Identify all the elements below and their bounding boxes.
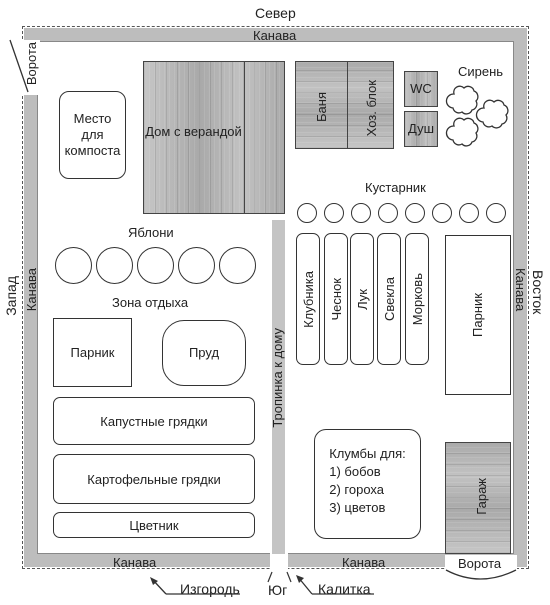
bed-beet: Свекла bbox=[377, 233, 401, 365]
rest-zone-label: Зона отдыха bbox=[112, 295, 189, 310]
bed-label: Клубника bbox=[300, 270, 316, 328]
flowerbeds-item: 2) гороха bbox=[329, 482, 384, 497]
greenhouse-left: Парник bbox=[53, 318, 132, 387]
flowerbed: Цветник bbox=[53, 512, 255, 538]
ditch-label-right: Канава bbox=[513, 268, 528, 312]
bed-carrot: Морковь bbox=[405, 233, 429, 365]
apple-tree bbox=[178, 247, 215, 284]
bed-label: Лук bbox=[354, 288, 370, 310]
flowerbeds-item: 1) бобов bbox=[329, 464, 381, 479]
lilac-bushes bbox=[445, 85, 509, 147]
shrubs-label: Кустарник bbox=[365, 180, 426, 195]
garage bbox=[445, 442, 511, 554]
cabbage-label: Капустные грядки bbox=[100, 413, 208, 429]
flowerbeds-item: 3) цветов bbox=[329, 500, 386, 515]
bottom-right-gate-gap bbox=[445, 555, 517, 571]
bottom-right-gate-arc bbox=[445, 569, 517, 580]
shrub bbox=[297, 203, 317, 223]
garage-label: Гараж bbox=[474, 478, 489, 515]
pond-label: Пруд bbox=[188, 345, 220, 360]
shrub bbox=[405, 203, 425, 223]
bed-label: Чеснок bbox=[328, 277, 344, 321]
greenhouse-left-label: Парник bbox=[70, 344, 115, 360]
ditch-label-bottom-left: Канава bbox=[113, 555, 157, 570]
ditch-label-top: Канава bbox=[253, 28, 297, 43]
potato-beds: Картофельные грядки bbox=[53, 454, 255, 504]
wc-label: WC bbox=[410, 81, 432, 96]
bed-garlic: Чеснок bbox=[324, 233, 348, 365]
wicket-gap bbox=[270, 552, 288, 572]
apple-tree bbox=[219, 247, 256, 284]
top-left-gate-gap bbox=[18, 40, 40, 95]
wicket-arrow bbox=[296, 575, 374, 595]
bed-label: Морковь bbox=[409, 272, 425, 326]
south-ticks bbox=[267, 571, 292, 583]
apple-trees-label: Яблони bbox=[128, 225, 174, 240]
compost-label: Место для компоста bbox=[64, 111, 121, 158]
shrub bbox=[351, 203, 371, 223]
bath-label: Баня bbox=[314, 92, 329, 122]
gate-label-bottom-right: Ворота bbox=[458, 556, 502, 571]
wicket-label: Калитка bbox=[318, 581, 371, 597]
apple-tree bbox=[96, 247, 133, 284]
flowerbeds-title: Клумбы для: bbox=[329, 446, 406, 461]
compass-south: Юг bbox=[268, 582, 288, 598]
greenhouse-right-label: Парник bbox=[470, 293, 485, 337]
veranda-divider bbox=[244, 61, 245, 214]
top-left-gate-line bbox=[9, 39, 29, 93]
flowerbed-label: Цветник bbox=[129, 517, 179, 533]
flowerbeds-text: Клумбы для: 1) бобов 2) гороха 3) цветов bbox=[329, 445, 406, 517]
shrub bbox=[324, 203, 344, 223]
apple-tree bbox=[55, 247, 92, 284]
wc: WC bbox=[404, 71, 438, 107]
compass-north: Север bbox=[255, 5, 296, 21]
path-strip bbox=[272, 220, 285, 554]
lilac-label: Сирень bbox=[458, 64, 504, 79]
bed-label: Свекла bbox=[381, 276, 397, 322]
potato-label: Картофельные грядки bbox=[87, 471, 221, 487]
bath bbox=[295, 61, 348, 149]
house bbox=[143, 61, 285, 214]
house-label: Дом с верандой bbox=[145, 124, 242, 139]
shrub bbox=[459, 203, 479, 223]
bed-onion: Лук bbox=[350, 233, 374, 365]
fence-label: Изгородь bbox=[180, 581, 240, 597]
apple-tree bbox=[137, 247, 174, 284]
compass-west: Запад bbox=[3, 276, 19, 316]
cabbage-beds: Капустные грядки bbox=[53, 397, 255, 445]
shrub bbox=[432, 203, 452, 223]
shrub bbox=[486, 203, 506, 223]
shrub bbox=[378, 203, 398, 223]
compass-east: Восток bbox=[530, 270, 546, 315]
ditch-label-bottom-right: Канава bbox=[342, 555, 386, 570]
shower: Душ bbox=[404, 111, 438, 147]
utility-block bbox=[347, 61, 394, 149]
pond: Пруд bbox=[162, 320, 246, 386]
path-label: Тропинка к дому bbox=[270, 328, 285, 428]
compost-area: Место для компоста bbox=[59, 91, 126, 179]
shower-label: Душ bbox=[407, 121, 435, 136]
greenhouse-right: Парник bbox=[445, 235, 511, 395]
fence-arrow bbox=[150, 577, 240, 595]
flowerbeds-area: Клумбы для: 1) бобов 2) гороха 3) цветов bbox=[314, 429, 421, 539]
bed-strawberry: Клубника bbox=[296, 233, 320, 365]
gate-label-top-left: Ворота bbox=[24, 42, 39, 86]
utility-label: Хоз. блок bbox=[364, 80, 379, 137]
ditch-label-left: Канава bbox=[24, 268, 39, 312]
